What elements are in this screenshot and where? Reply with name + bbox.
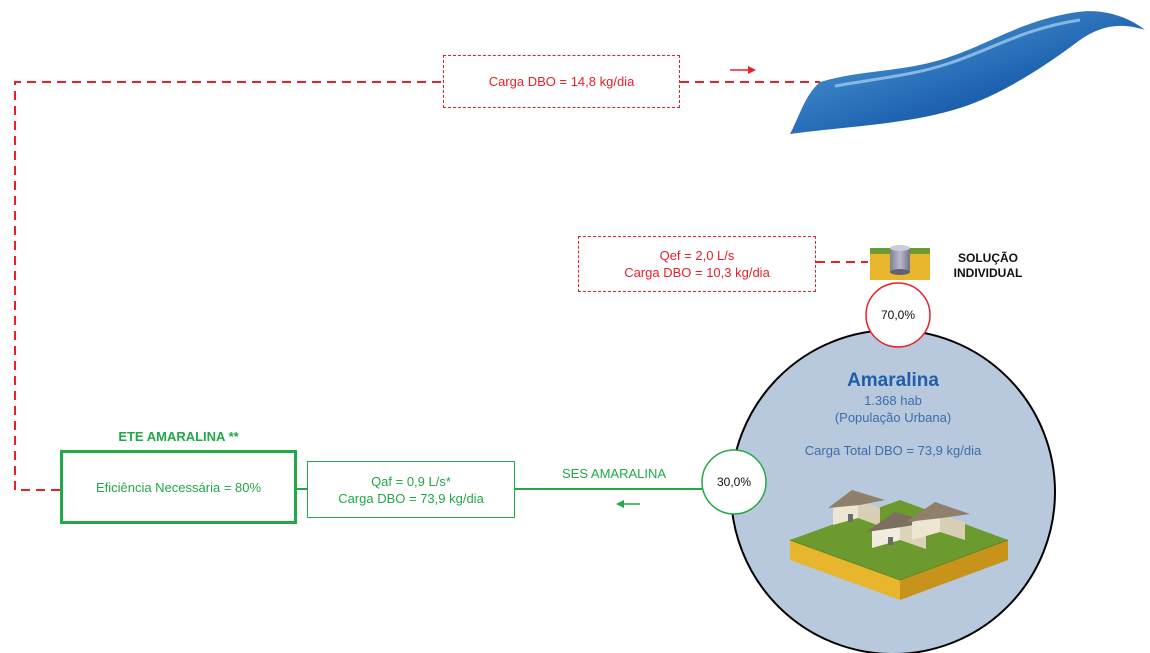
city-population: 1.368 hab [864, 393, 922, 408]
ses-percent-text: 30,0% [716, 475, 752, 489]
individual-solution-line2: INDIVIDUAL [953, 266, 1023, 280]
arrow-left-icon [616, 500, 640, 508]
individual-percent: 70,0% [866, 303, 930, 327]
city-population-type: (População Urbana) [834, 410, 952, 425]
city-name: Amaralina [847, 370, 939, 391]
ses-percent-circle [701, 449, 767, 515]
ete-title: ETE AMARALINA ** [118, 429, 239, 444]
ses-label: SES AMARALINA [562, 466, 667, 481]
ete-efficiency: Eficiência Necessária = 80% [95, 479, 262, 495]
effluent-line [14, 81, 868, 491]
city-info: Amaralina 1.368 hab (População Urbana) C… [760, 370, 1026, 459]
septic-tank-icon [870, 245, 930, 280]
individual-solution-line1: SOLUÇÃO [958, 251, 1018, 265]
individual-percent-circle [865, 282, 931, 348]
influent-load-box: Qaf = 0,9 L/s* Carga DBO = 73,9 kg/dia [307, 461, 515, 518]
influent-flow-text: Qaf = 0,9 L/s* [371, 473, 451, 489]
effluent-load-box: Carga DBO = 14,8 kg/dia [443, 55, 680, 108]
individual-load-text: Carga DBO = 10,3 kg/dia [624, 265, 770, 280]
individual-flow-text: Qef = 2,0 L/s [659, 248, 735, 263]
river-icon [790, 11, 1145, 134]
effluent-load-text: Carga DBO = 14,8 kg/dia [488, 74, 635, 89]
arrow-right-icon [730, 66, 756, 74]
ete-box: Eficiência Necessária = 80% [60, 450, 297, 524]
influent-load-text: Carga DBO = 73,9 kg/dia [338, 490, 484, 506]
ses-percent: 30,0% [702, 470, 766, 494]
city-total-load: Carga Total DBO = 73,9 kg/dia [804, 443, 982, 458]
individual-load-box: Qef = 2,0 L/s Carga DBO = 10,3 kg/dia [578, 236, 816, 292]
individual-percent-text: 70,0% [880, 308, 916, 322]
houses-icon [789, 490, 1009, 600]
individual-solution-label: SOLUÇÃO INDIVIDUAL [938, 251, 1038, 281]
